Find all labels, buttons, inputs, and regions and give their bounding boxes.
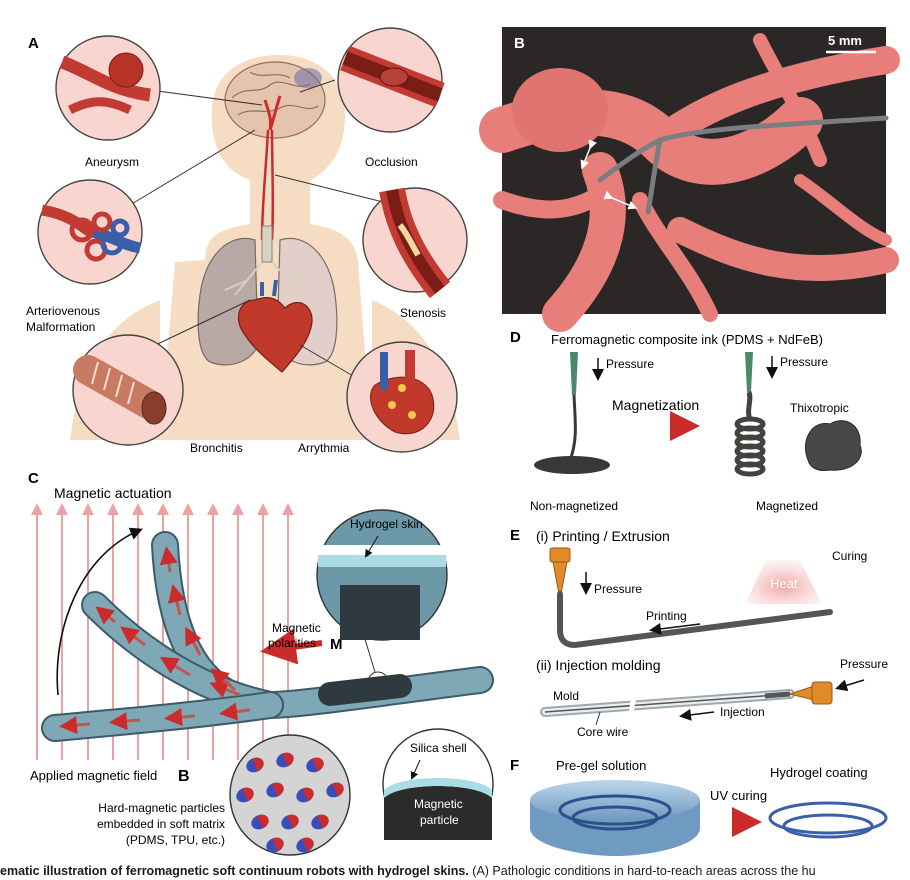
- panel-d-letter: D: [510, 329, 521, 346]
- label-bronchitis: Bronchitis: [190, 441, 243, 455]
- silica-shell-inset: [382, 728, 494, 840]
- figure-caption: ematic illustration of ferromagnetic sof…: [0, 862, 910, 880]
- printing-arrow: [649, 622, 701, 635]
- ink-stream: [568, 394, 577, 461]
- internal-polarity-arrows: [59, 546, 251, 735]
- particle-matrix-inset: [229, 734, 351, 856]
- particles-label-line3: (PDMS, TPU, etc.): [126, 833, 225, 847]
- hydrogel-skin-inset: [316, 509, 448, 693]
- bronchitis-inset: [72, 334, 184, 446]
- injection-nozzle: [788, 681, 833, 705]
- magnetic-particle-line2: particle: [420, 813, 459, 827]
- panel-f: F Pre-gel solution UV curing Hydrogel co…: [510, 757, 888, 856]
- magnetized-label: Magnetized: [756, 499, 818, 513]
- particles-label-line1: Hard-magnetic particles: [98, 801, 225, 815]
- pressure2-label: Pressure: [840, 657, 888, 671]
- heat-zone: [745, 560, 822, 604]
- actuation-arrow: [56, 527, 143, 696]
- magnetic-particles: [236, 752, 344, 853]
- panel-d: D Ferromagnetic composite ink (PDMS + Nd…: [510, 329, 862, 513]
- printed-filament: [557, 591, 833, 649]
- pressure2-arrow: [835, 679, 865, 692]
- panel-c-title: Magnetic actuation: [54, 485, 172, 501]
- field-symbol: B: [178, 768, 190, 785]
- panel-c-letter: C: [28, 470, 39, 487]
- figure-canvas: A: [26, 27, 900, 856]
- hydrogel-coil: [768, 801, 888, 839]
- thixotropic-blob: [805, 420, 862, 471]
- caption-rest: (A) Pathologic conditions in hard-to-rea…: [468, 864, 816, 878]
- thixotropic-label: Thixotropic: [790, 401, 849, 415]
- nozzle-left: [570, 352, 578, 395]
- arrythmia-inset: [346, 341, 458, 453]
- pregel-disc: [530, 780, 700, 856]
- panel-a-letter: A: [28, 35, 39, 52]
- silica-shell-label: Silica shell: [410, 741, 467, 755]
- particles-label-line2: embedded in soft matrix: [97, 817, 225, 831]
- heat-label: Heat: [770, 576, 798, 591]
- panel-e-letter: E: [510, 527, 520, 544]
- panel-e: E (i) Printing / Extrusion Pressure Heat…: [510, 527, 888, 739]
- injection-mold: [540, 689, 795, 720]
- panel-a: A: [26, 27, 468, 455]
- panel-d-title: Ferromagnetic composite ink (PDMS + NdFe…: [551, 332, 823, 347]
- printing-nozzle: [549, 547, 571, 595]
- pressure1-label: Pressure: [594, 582, 642, 596]
- label-aneurysm: Aneurysm: [85, 155, 139, 169]
- part1-title: (i) Printing / Extrusion: [536, 528, 670, 544]
- aneurysm-inset: [55, 35, 161, 141]
- injection-arrow: [679, 708, 715, 721]
- panel-b: B 5 mm: [479, 27, 900, 332]
- core-wire-pointer: [595, 711, 601, 726]
- nozzle-right: [745, 352, 753, 392]
- uv-curing-label: UV curing: [710, 788, 767, 803]
- field-label: Applied magnetic field: [30, 768, 157, 783]
- coiled-ink: [734, 391, 766, 477]
- avm-inset: [37, 179, 143, 285]
- magnetic-particle-line1: Magnetic: [414, 797, 463, 811]
- label-avm-line2: Malformation: [26, 320, 95, 334]
- occlusion-inset: [337, 27, 445, 133]
- ink-puddle: [534, 456, 610, 474]
- non-magnetized-label: Non-magnetized: [530, 499, 618, 513]
- polarities-symbol: M: [330, 636, 343, 653]
- panel-b-letter: B: [514, 35, 525, 52]
- hydrogel-coating-label: Hydrogel coating: [770, 765, 868, 780]
- pregel-label: Pre-gel solution: [556, 758, 646, 773]
- printing-label: Printing: [646, 609, 687, 623]
- caption-bold: ematic illustration of ferromagnetic sof…: [0, 864, 469, 878]
- aneurysm-sac: [512, 68, 608, 152]
- label-occlusion: Occlusion: [365, 155, 418, 169]
- heart: [237, 279, 313, 373]
- label-avm-line1: Arteriovenous: [26, 304, 100, 318]
- label-arrythmia: Arrythmia: [298, 441, 350, 455]
- callout-lines: [129, 79, 396, 381]
- core-wire-label: Core wire: [577, 725, 629, 739]
- mold-label: Mold: [553, 689, 579, 703]
- hydrogel-skin-pointer: [364, 535, 379, 558]
- robot-tip: [597, 115, 889, 215]
- pressure-right-label: Pressure: [780, 355, 828, 369]
- curing-label: Curing: [832, 549, 867, 563]
- panel-c: C Magnetic actuation: [28, 470, 494, 856]
- scale-bar-label: 5 mm: [828, 33, 862, 48]
- label-stenosis: Stenosis: [400, 306, 446, 320]
- pressure-left-label: Pressure: [606, 357, 654, 371]
- brain: [224, 61, 326, 139]
- polarities-arrow: [260, 628, 323, 665]
- panel-f-letter: F: [510, 757, 519, 774]
- part2-title: (ii) Injection molding: [536, 657, 661, 673]
- polarities-label-line2: polarities: [268, 636, 316, 650]
- hydrogel-skin-label: Hydrogel skin: [350, 517, 423, 531]
- stenosis-inset: [362, 187, 468, 299]
- injection-label: Injection: [720, 705, 765, 719]
- magnetization-label: Magnetization: [612, 397, 699, 413]
- silica-pointer: [410, 759, 421, 780]
- polarities-label-line1: Magnetic: [272, 621, 321, 635]
